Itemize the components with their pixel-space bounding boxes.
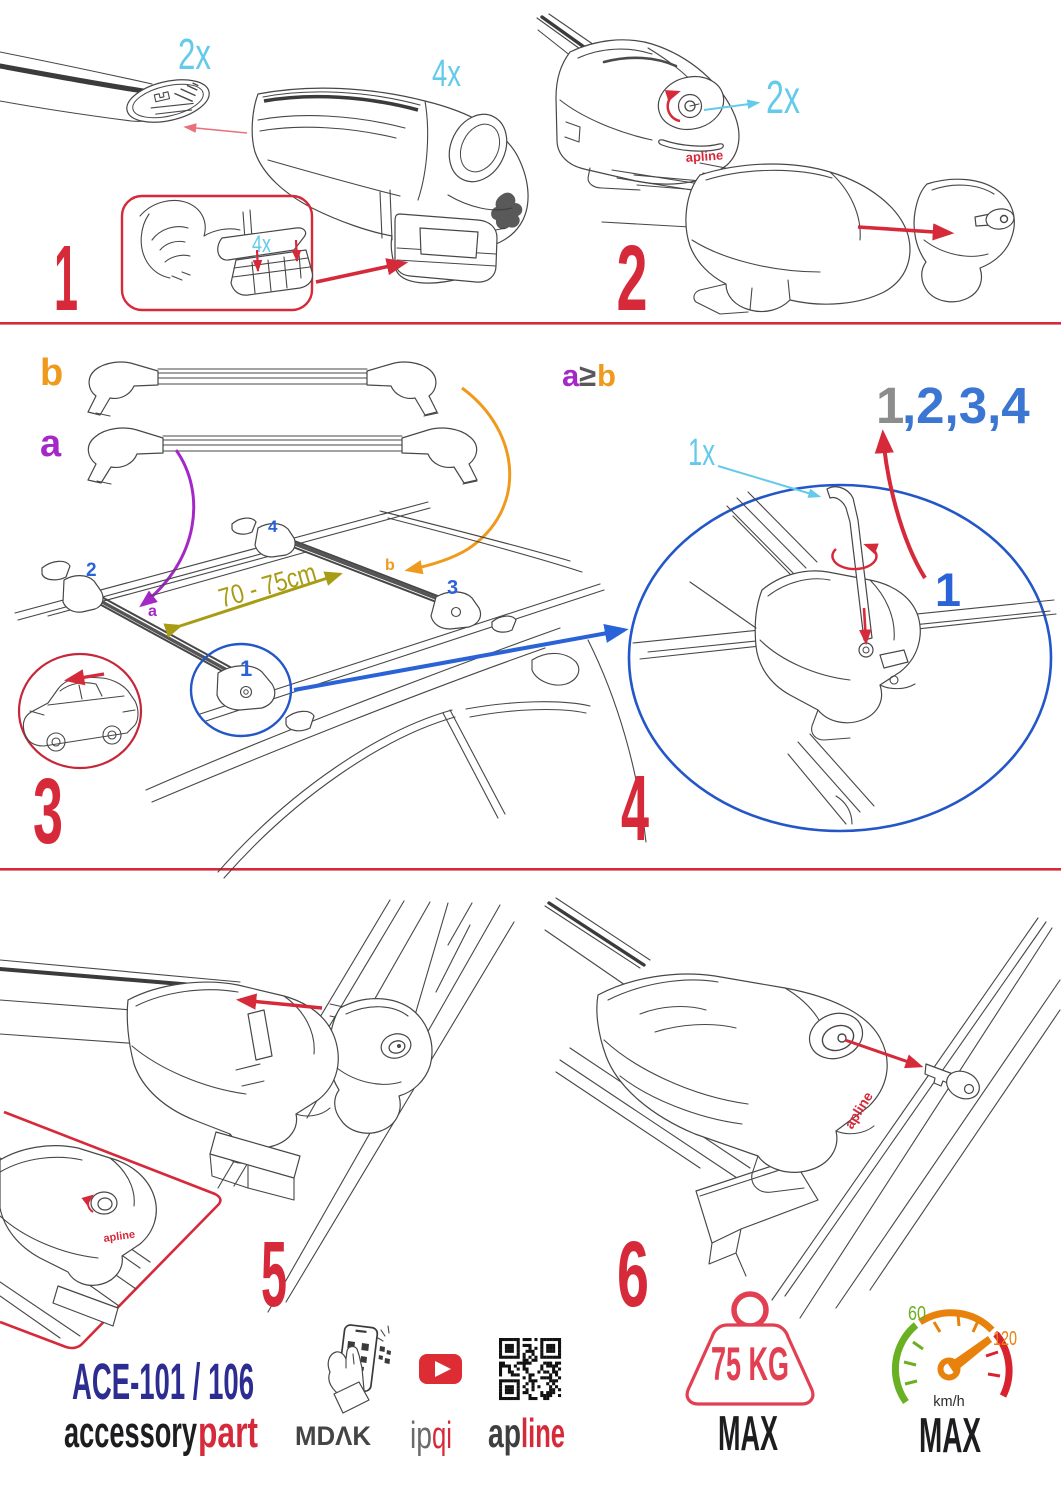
svg-text:apline: apline bbox=[685, 147, 724, 165]
svg-text:1: 1 bbox=[876, 377, 904, 434]
svg-text:≥: ≥ bbox=[579, 358, 596, 393]
svg-text:4x: 4x bbox=[252, 231, 271, 258]
svg-text:MAX: MAX bbox=[919, 1409, 981, 1463]
svg-text:1x: 1x bbox=[688, 432, 715, 474]
svg-text:4: 4 bbox=[268, 517, 278, 536]
svg-text:a: a bbox=[40, 423, 62, 465]
svg-text:4: 4 bbox=[621, 756, 649, 860]
svg-text:3: 3 bbox=[447, 577, 458, 599]
svg-text:2x: 2x bbox=[178, 30, 211, 79]
svg-text:apline: apline bbox=[103, 1229, 136, 1245]
svg-text:qi: qi bbox=[432, 1415, 452, 1457]
svg-text:60: 60 bbox=[908, 1303, 926, 1325]
svg-text:a: a bbox=[562, 358, 580, 393]
svg-text:b: b bbox=[597, 358, 616, 393]
svg-text:km/h: km/h bbox=[933, 1394, 964, 1410]
svg-text:5: 5 bbox=[261, 1222, 287, 1326]
svg-text:b: b bbox=[385, 557, 395, 574]
svg-text:MAX: MAX bbox=[718, 1407, 778, 1461]
svg-text:MDΛK: MDΛK bbox=[295, 1421, 371, 1451]
svg-text:4x: 4x bbox=[432, 53, 461, 95]
svg-text:120: 120 bbox=[993, 1328, 1017, 1350]
svg-text:line: line bbox=[521, 1410, 565, 1456]
svg-text:1: 1 bbox=[240, 656, 252, 681]
svg-text:3: 3 bbox=[33, 759, 63, 863]
svg-text:part: part bbox=[198, 1408, 258, 1457]
svg-text:accessory: accessory bbox=[64, 1408, 197, 1457]
svg-text:2x: 2x bbox=[766, 71, 800, 123]
svg-text:2: 2 bbox=[86, 560, 97, 581]
svg-text:ap: ap bbox=[488, 1410, 521, 1456]
svg-text:2: 2 bbox=[617, 226, 648, 330]
svg-text:b: b bbox=[40, 352, 63, 394]
svg-text:1: 1 bbox=[54, 226, 78, 330]
svg-text:,2,3,4: ,2,3,4 bbox=[902, 377, 1030, 434]
svg-text:1: 1 bbox=[935, 563, 961, 616]
svg-text:a: a bbox=[148, 603, 157, 620]
svg-text:ip: ip bbox=[410, 1415, 432, 1457]
svg-text:6: 6 bbox=[617, 1222, 649, 1326]
svg-text:75 KG: 75 KG bbox=[711, 1337, 789, 1390]
svg-text:ACE-101 / 106: ACE-101 / 106 bbox=[72, 1353, 254, 1410]
